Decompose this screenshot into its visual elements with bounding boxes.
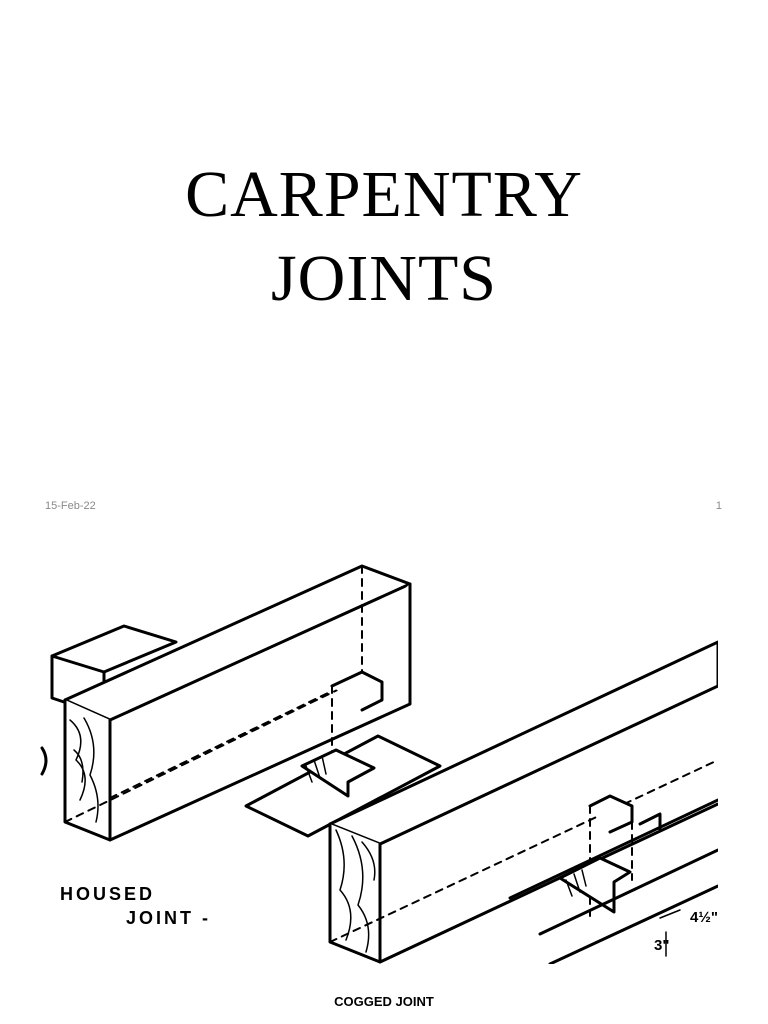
- figure-caption: COGGED JOINT: [334, 994, 434, 1009]
- dimension-label-a: 4½": [690, 909, 718, 926]
- slide-number: 1: [715, 500, 722, 512]
- title-line-1: CARPENTRY: [185, 158, 583, 231]
- beam-left: [50, 564, 412, 842]
- dimension-label-b: 3": [654, 937, 669, 954]
- title-slide: CARPENTRY JOINTS 15-Feb-22 1: [45, 158, 722, 512]
- title-line-2: JOINTS: [270, 242, 497, 315]
- housed-joint-label-line2: JOINT -: [126, 908, 211, 928]
- beam-right: [328, 640, 718, 964]
- joint-illustration: 4½" 3" HOUSED JOINT -: [40, 560, 718, 964]
- housing-notch: [244, 670, 442, 838]
- dimension-arrow: [659, 909, 681, 919]
- partial-drawing-mark: [40, 746, 48, 776]
- housed-joint-label-line1: HOUSED: [60, 884, 155, 904]
- slide-date: 15-Feb-22: [45, 500, 96, 512]
